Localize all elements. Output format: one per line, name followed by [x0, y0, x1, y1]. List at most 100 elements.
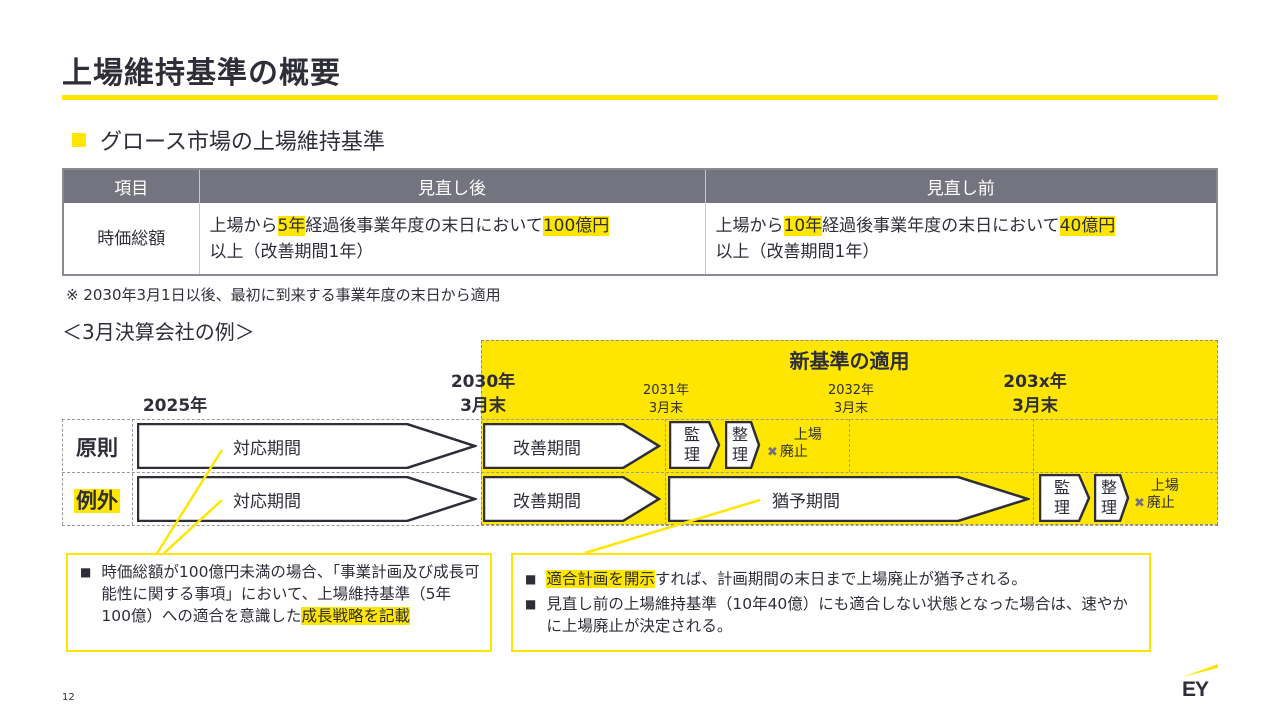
grid-line [62, 419, 63, 525]
text: 2025年 [142, 396, 208, 416]
cell-before: 上場から10年経過後事業年度の末日において40億円以上（改善期間1年） [705, 203, 1218, 275]
header-item: 項目 [63, 169, 200, 203]
timeline-label-2030: 2030年 3月末 [438, 370, 528, 418]
bullet-item: ■ 見直し前の上場維持基準（10年40億）にも適合しない状態となった場合は、速や… [525, 593, 1137, 637]
response-period-arrow: 対応期間 [137, 423, 477, 469]
page-number: 12 [62, 692, 75, 703]
text: 3月末 [460, 396, 506, 416]
section-heading-text: グロース市場の上場維持基準 [100, 130, 385, 155]
footnote: ※ 2030年3月1日以後、最初に到来する事業年度の末日から適用 [66, 286, 501, 304]
response-period-arrow: 対応期間 [137, 476, 477, 522]
text: 猶予期間 [772, 491, 840, 512]
pentagon-arrow-icon [483, 423, 661, 469]
text: 適合計画を開示すれば、計画期間の末日まで上場廃止が猶予される。 [546, 570, 1027, 588]
improvement-period-arrow: 改善期間 [483, 423, 661, 469]
table-header-row: 項目 見直し後 見直し前 [63, 169, 1218, 203]
liquidation-box: 整理 [725, 421, 761, 469]
delist-x-icon: ✖ [1134, 496, 1145, 511]
logo-beam-icon [1182, 664, 1218, 677]
row-label-principle: 原則 [76, 436, 118, 460]
cell-after: 上場から5年経過後事業年度の末日において100億円以上（改善期間1年） [199, 203, 706, 275]
row-label-exception: 例外 [62, 485, 132, 515]
title-underline [62, 95, 1218, 100]
text: 例外 [74, 489, 120, 513]
delisting-label: ✖ 上場廃止 [767, 427, 822, 461]
chevron-box-icon [725, 421, 761, 469]
text: 対応期間 [233, 491, 301, 512]
timeline-label-2032: 2032年 3月末 [811, 382, 891, 418]
text: 整理 [731, 425, 748, 464]
monitoring-box: 監理 [669, 421, 721, 469]
text: 経過後事業年度の末日において [305, 215, 543, 236]
grid-line [665, 419, 666, 525]
delist-x-icon: ✖ [767, 445, 778, 460]
callout-left: ■ 時価総額が100億円未満の場合、「事業計画及び成長可能性に関する事項」におい… [66, 553, 492, 652]
bullet-item: ■ 適合計画を開示すれば、計画期間の末日まで上場廃止が猶予される。 [525, 568, 1137, 590]
text: 2030年 [450, 372, 516, 392]
logo-text: EY [1182, 678, 1209, 701]
bullet-square-icon: ■ [80, 565, 92, 579]
text: 上場 [793, 427, 822, 443]
text: 監理 [683, 425, 700, 464]
highlight: 40億円 [1059, 215, 1116, 236]
text: 3月末 [833, 401, 869, 416]
chevron-box-icon [1039, 474, 1091, 522]
text: 経過後事業年度の末日において [822, 215, 1060, 236]
grid-line [62, 472, 1218, 473]
cell-item: 時価総額 [63, 203, 200, 275]
timeline-label-2031: 2031年 3月末 [626, 382, 706, 418]
ey-logo: EY [1182, 662, 1222, 702]
grid-line [1033, 419, 1034, 525]
grid-line [62, 525, 1218, 526]
improvement-period-arrow: 改善期間 [483, 476, 661, 522]
text: 改善期間 [513, 438, 581, 459]
section-heading: グロース市場の上場維持基準 [72, 124, 385, 156]
chevron-box-icon [1094, 474, 1130, 522]
example-heading: ＜3月決算会社の例＞ [62, 320, 255, 344]
text: 2032年 [827, 383, 875, 398]
text: 以上（改善期間1年） [715, 241, 880, 262]
monitoring-box: 監理 [1039, 474, 1091, 522]
text: 見直し前の上場維持基準（10年40億）にも適合しない状態となった場合は、速やかに… [546, 595, 1128, 635]
header-before: 見直し前 [705, 169, 1218, 203]
callout-right: ■ 適合計画を開示すれば、計画期間の末日まで上場廃止が猶予される。 ■ 見直し前… [511, 553, 1151, 652]
grid-line [849, 419, 850, 472]
pentagon-arrow-icon [483, 476, 661, 522]
pentagon-arrow-icon [137, 423, 477, 469]
pentagon-arrow-icon [137, 476, 477, 522]
text: 3月末 [648, 401, 684, 416]
grace-period-arrow: 猶予期間 [668, 476, 1030, 522]
new-standard-label: 新基準の適用 [789, 349, 910, 373]
table-row: 時価総額 上場から5年経過後事業年度の末日において100億円以上（改善期間1年）… [63, 203, 1218, 275]
criteria-table: 項目 見直し後 見直し前 時価総額 上場から5年経過後事業年度の末日において10… [62, 168, 1218, 276]
text: 上場から [715, 215, 784, 236]
text: 監理 [1053, 478, 1070, 517]
delisting-label: ✖ 上場廃止 [1134, 478, 1179, 512]
bullet-item: ■ 時価総額が100億円未満の場合、「事業計画及び成長可能性に関する事項」におい… [80, 561, 480, 627]
grid-line [132, 419, 133, 525]
grid-line [62, 419, 1218, 420]
page-title: 上場維持基準の概要 [62, 56, 341, 91]
chevron-box-icon [669, 421, 721, 469]
text: 廃止 [779, 444, 808, 460]
text: 時価総額が100億円未満の場合、「事業計画及び成長可能性に関する事項」において、… [101, 563, 480, 625]
header-after: 見直し後 [199, 169, 706, 203]
text: 上場 [1150, 478, 1179, 494]
text: 3月末 [1012, 396, 1058, 416]
pentagon-arrow-icon [668, 476, 1030, 522]
text: 上場から [209, 215, 278, 236]
text: 廃止 [1146, 495, 1175, 511]
timeline-label-2025: 2025年 [130, 394, 220, 418]
text: 対応期間 [233, 438, 301, 459]
bullet-square-icon: ■ [525, 572, 537, 586]
liquidation-box: 整理 [1094, 474, 1130, 522]
text: 以上（改善期間1年） [209, 241, 374, 262]
highlight: 10年 [783, 215, 823, 236]
highlight: 100億円 [542, 215, 610, 236]
text: 整理 [1100, 478, 1117, 517]
highlight: 5年 [277, 215, 306, 236]
timeline-label-203x: 203x年 3月末 [990, 370, 1080, 418]
bullet-square-icon: ■ [525, 597, 537, 611]
text: 改善期間 [513, 491, 581, 512]
